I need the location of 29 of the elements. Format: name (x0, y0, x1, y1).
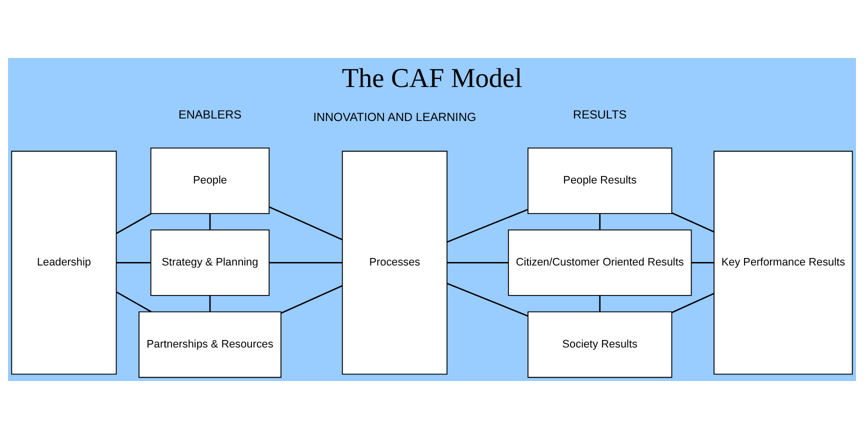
node-box: Society Results (528, 311, 672, 378)
connector (447, 262, 508, 264)
connector (269, 262, 342, 264)
node-box: Strategy & Planning (150, 230, 270, 296)
connector (599, 296, 601, 312)
connector (672, 212, 714, 232)
node-box: Partnerships & Resources (138, 311, 282, 378)
connector (209, 214, 211, 230)
connector (446, 282, 528, 317)
node-box: Processes (342, 150, 448, 375)
connector (692, 262, 714, 264)
connector (446, 208, 528, 243)
connector (116, 291, 152, 312)
node-box: Citizen/Customer Oriented Results (508, 230, 692, 296)
label: INNOVATION AND LEARNING (313, 110, 476, 124)
label: RESULTS (573, 107, 627, 122)
connector (209, 296, 211, 312)
connector (269, 206, 342, 240)
node-box: People Results (528, 148, 672, 214)
connector (116, 262, 151, 264)
node-box: Key Performance Results (714, 150, 853, 375)
connector (280, 285, 343, 314)
node-box: People (150, 148, 270, 214)
connector (599, 214, 601, 230)
label: ENABLERS (178, 107, 242, 122)
diagram-title: The CAF Model (342, 63, 522, 94)
connector (116, 213, 152, 234)
node-box: Leadership (11, 150, 117, 375)
connector (672, 292, 714, 314)
